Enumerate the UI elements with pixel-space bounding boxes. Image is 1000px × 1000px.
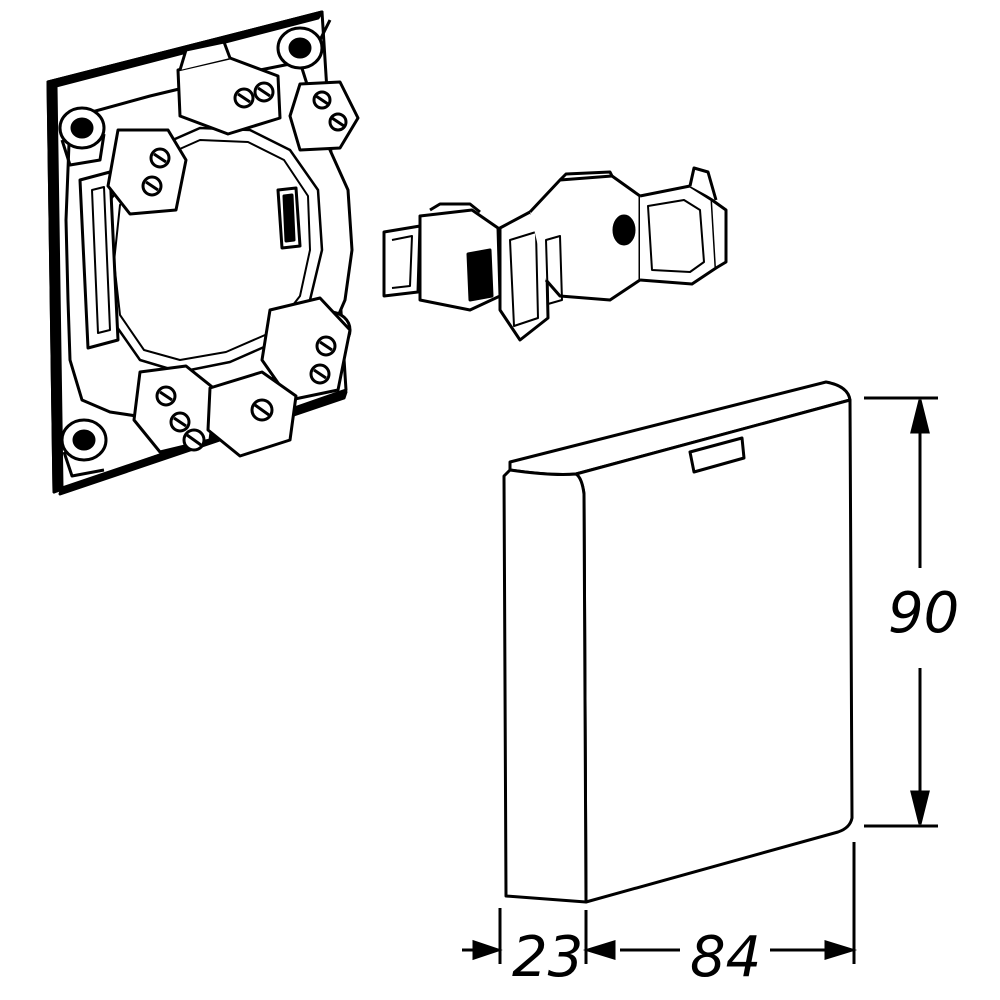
arrow-up-icon: [910, 399, 930, 434]
corner-screw-bottom-left: [60, 418, 108, 478]
depth-label: 23: [512, 925, 583, 990]
arrow-left-icon: [582, 939, 616, 961]
arrow-down-icon: [910, 790, 930, 825]
height-dimension: [864, 396, 938, 828]
bottom-dimensions: [462, 842, 858, 964]
connector-insert: [382, 166, 728, 342]
terminal-right-lower: [260, 296, 352, 402]
cover-box: [502, 380, 854, 904]
height-label: 90: [888, 581, 959, 646]
corner-screw-top-right: [276, 19, 332, 70]
terminal-left: [106, 128, 188, 216]
arrow-right-icon: [824, 939, 858, 961]
width-label: 84: [690, 925, 761, 990]
corner-screw-top-left: [58, 106, 106, 167]
terminal-bottom-right: [182, 370, 298, 458]
terminal-top: [176, 40, 282, 136]
terminal-top-right: [288, 80, 360, 152]
arrow-right-icon: [472, 939, 503, 961]
mounting-plate: [46, 10, 360, 496]
